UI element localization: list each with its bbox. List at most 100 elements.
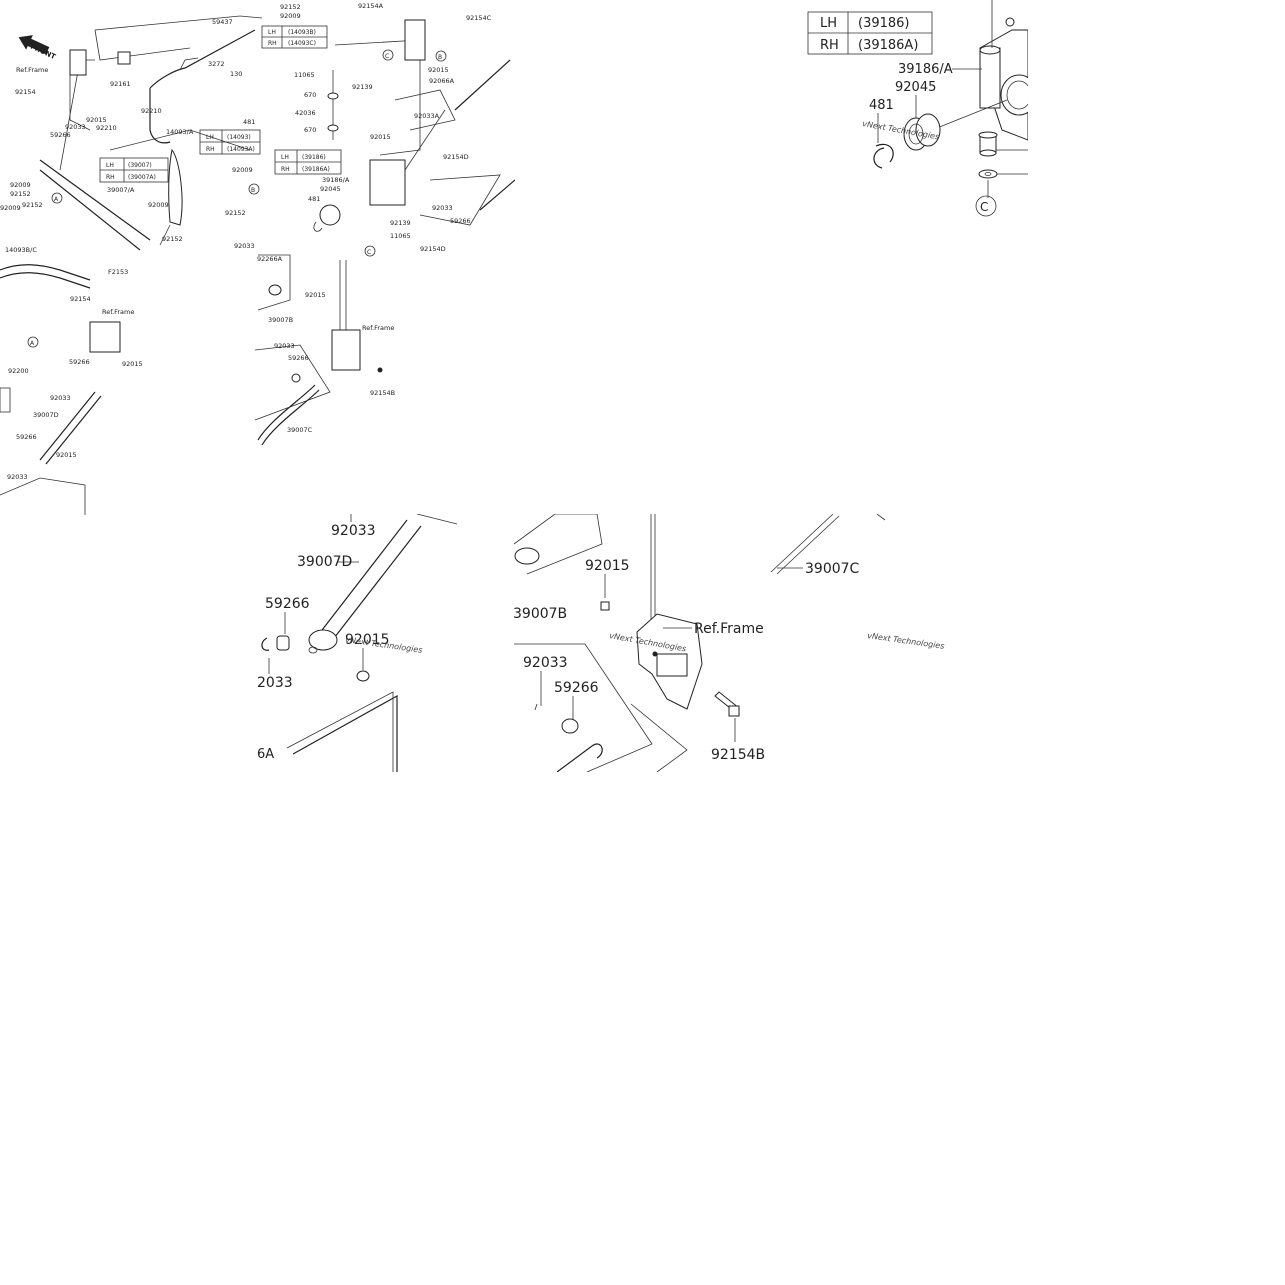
svg-text:Ref.Frame: Ref.Frame [102, 308, 134, 316]
svg-text:92033: 92033 [50, 394, 71, 402]
svg-text:11065: 11065 [390, 232, 411, 240]
svg-text:39007D: 39007D [33, 411, 59, 419]
svg-text:Ref.Frame: Ref.Frame [362, 324, 394, 332]
svg-text:92015: 92015 [345, 632, 390, 648]
svg-text:RH: RH [206, 146, 215, 153]
svg-text:92015: 92015 [86, 116, 107, 124]
table-39186: LH (39186) RH (39186A) [274, 149, 342, 175]
svg-text:A: A [54, 196, 59, 203]
svg-text:92154C: 92154C [466, 14, 492, 22]
svg-text:92152: 92152 [225, 209, 246, 217]
svg-text:Ref.Frame: Ref.Frame [16, 66, 48, 74]
overview-svg: FRONT [0, 2, 515, 515]
svg-text:92200: 92200 [8, 367, 29, 375]
table-39186-large: LH (39186) RH (39186A) [807, 11, 933, 55]
svg-text:39007/A: 39007/A [107, 186, 135, 194]
svg-text:92210: 92210 [96, 124, 117, 132]
svg-text:C: C [385, 53, 389, 60]
svg-text:(39007): (39007) [128, 162, 152, 169]
svg-text:92139: 92139 [390, 219, 411, 227]
svg-text:59266: 59266 [50, 131, 71, 139]
svg-text:92210: 92210 [141, 107, 162, 115]
svg-text:59266: 59266 [288, 354, 309, 362]
svg-text:92152: 92152 [280, 3, 301, 11]
svg-text:92161: 92161 [110, 80, 131, 88]
svg-text:(39186A): (39186A) [858, 38, 918, 53]
svg-text:(39186): (39186) [302, 154, 326, 161]
svg-text:59266: 59266 [16, 433, 37, 441]
svg-text:(39007A): (39007A) [128, 174, 156, 181]
svg-text:59266: 59266 [450, 217, 471, 225]
svg-text:92152: 92152 [162, 235, 183, 243]
svg-text:92033: 92033 [331, 523, 376, 539]
svg-text:92033: 92033 [274, 342, 295, 350]
svg-text:59266: 59266 [554, 680, 599, 696]
svg-text:670: 670 [304, 126, 316, 134]
overview-labels: 59437 92152 92009 92154A 92154C 92015 11… [0, 2, 492, 481]
svg-text:LH: LH [268, 29, 276, 36]
svg-text:59266: 59266 [265, 596, 310, 612]
svg-text:92154: 92154 [70, 295, 91, 303]
svg-text:F2153: F2153 [108, 268, 128, 276]
svg-text:LH: LH [206, 134, 214, 141]
svg-text:Ref.Frame: Ref.Frame [694, 621, 764, 637]
svg-text:92033A: 92033A [414, 112, 440, 120]
svg-text:2033: 2033 [257, 675, 293, 691]
svg-text:92015: 92015 [428, 66, 449, 74]
svg-text:92033: 92033 [234, 242, 255, 250]
svg-text:59437: 59437 [212, 18, 233, 26]
svg-text:RH: RH [268, 40, 277, 47]
svg-text:B: B [438, 54, 442, 61]
svg-text:59266: 59266 [69, 358, 90, 366]
svg-text:39186/A: 39186/A [322, 176, 350, 184]
svg-text:42036: 42036 [295, 109, 316, 117]
svg-text:B: B [251, 187, 255, 194]
table-14093bc: LH (14093B) RH (14093C) [261, 25, 328, 49]
table-partial-left [0, 387, 11, 413]
svg-text:LH: LH [106, 162, 114, 169]
svg-text:39007B: 39007B [513, 606, 567, 622]
svg-text:vNext Technologies: vNext Technologies [867, 631, 945, 651]
svg-text:481: 481 [308, 195, 320, 203]
table-39007: LH (39007) RH (39007A) [99, 157, 169, 183]
svg-text:92009: 92009 [10, 181, 31, 189]
overview-diagram: FRONT [0, 0, 515, 515]
knuckle-svg: LH (39186) RH (39186A) C 39186/A [807, 0, 1028, 217]
svg-text:39007B: 39007B [268, 316, 293, 324]
svg-text:92015: 92015 [305, 291, 326, 299]
svg-text:RH: RH [281, 166, 290, 173]
svg-text:92045: 92045 [320, 185, 341, 193]
lower-arms-svg: 92033 39007D 59266 92015 2033 6A vNext T… [257, 514, 945, 772]
detail-lower-arms: 92033 39007D 59266 92015 2033 6A vNext T… [257, 514, 1029, 772]
svg-text:92045: 92045 [895, 80, 936, 95]
svg-text:14093/A: 14093/A [166, 128, 194, 136]
svg-text:92015: 92015 [585, 558, 630, 574]
svg-text:92066A: 92066A [429, 77, 455, 85]
svg-text:(39186A): (39186A) [302, 166, 330, 173]
svg-text:92154: 92154 [15, 88, 36, 96]
svg-text:92015: 92015 [122, 360, 143, 368]
svg-text:(14093A): (14093A) [227, 146, 255, 153]
svg-text:39007C: 39007C [287, 426, 313, 434]
svg-text:92154D: 92154D [420, 245, 446, 253]
svg-text:92154B: 92154B [370, 389, 395, 397]
svg-text:RH: RH [106, 174, 115, 181]
svg-text:(14093B): (14093B) [288, 29, 316, 36]
svg-text:92015: 92015 [370, 133, 391, 141]
svg-text:92009: 92009 [280, 12, 301, 20]
svg-text:6A: 6A [257, 747, 274, 762]
svg-text:3272: 3272 [208, 60, 225, 68]
svg-text:39007C: 39007C [805, 561, 860, 577]
svg-text:11065: 11065 [294, 71, 315, 79]
svg-text:92009: 92009 [0, 204, 21, 212]
svg-text:C: C [980, 200, 988, 214]
svg-text:(14093C): (14093C) [288, 40, 316, 47]
svg-text:92033: 92033 [432, 204, 453, 212]
svg-text:LH: LH [281, 154, 289, 161]
svg-text:14093B/C: 14093B/C [5, 246, 37, 254]
svg-text:92152: 92152 [22, 201, 43, 209]
table-14093: LH (14093) RH (14093A) [199, 129, 261, 155]
svg-text:130: 130 [230, 70, 242, 78]
svg-text:92033: 92033 [65, 123, 86, 131]
svg-text:481: 481 [243, 118, 255, 126]
